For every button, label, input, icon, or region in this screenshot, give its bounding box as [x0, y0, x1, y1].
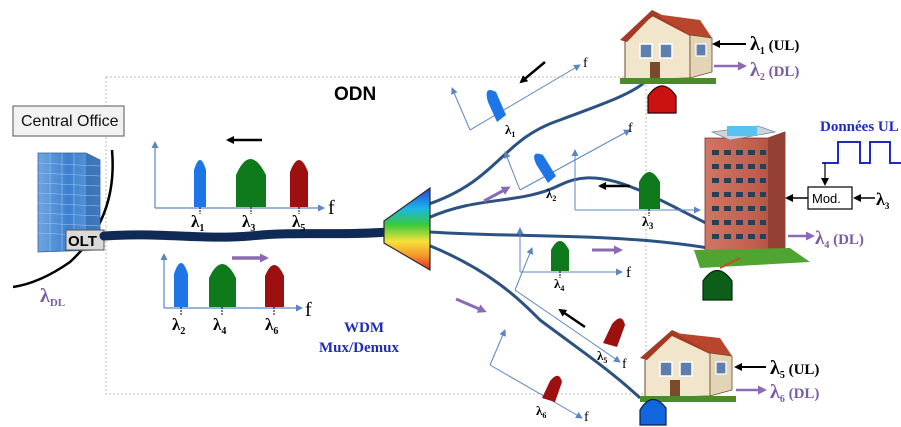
house-bottom-icon — [640, 330, 736, 402]
central-office-arc — [12, 149, 114, 289]
house-bottom-dl-label: λ6 (DL) — [770, 381, 819, 405]
branch4-peak — [551, 241, 569, 271]
house-top-ul-label: λ1 (UL) — [750, 33, 799, 57]
lambda3-input-label: λ3 — [876, 189, 890, 211]
spectrum-top-peak-1 — [194, 160, 206, 207]
branch6-axis-f: f — [584, 410, 589, 425]
onu-bottom-icon — [639, 398, 667, 426]
onu-middle-icon — [702, 269, 733, 301]
tower-windows — [712, 150, 766, 239]
olt-label: OLT — [68, 233, 97, 250]
branch2-down-arrow — [483, 186, 511, 203]
branch1-axis-f: f — [583, 56, 588, 71]
branch2-lambda: λ2 — [546, 186, 556, 203]
branch5-axis-f: f — [622, 357, 627, 372]
branch5-spectrum: f λ5 — [455, 247, 627, 372]
onu-top-icon — [647, 85, 677, 114]
branch2-spectrum: f λ2 — [483, 121, 633, 203]
office-building-icon — [37, 152, 101, 253]
branch6-spectrum: f λ6 — [489, 329, 589, 425]
donnees-ul-label: Données UL — [820, 119, 899, 135]
tower-lawn — [694, 248, 810, 268]
spectrum-top-peak-5 — [290, 160, 308, 207]
branch3-spectrum: f λ3 — [571, 149, 710, 231]
house-top-icon — [620, 10, 716, 84]
branch2-axis-f: f — [628, 121, 633, 136]
modulator-label: Mod. — [812, 191, 841, 206]
spectrum-top: f λ1 λ3 λ5 — [151, 136, 335, 234]
wdm-label-line2: Mux/Demux — [319, 340, 399, 356]
branch4-axis-f: f — [626, 265, 631, 281]
branch1-peak — [486, 89, 506, 122]
branch6-lambda: λ6 — [536, 403, 546, 420]
branch4-spectrum: f λ4 — [516, 227, 631, 293]
spectrum-bottom-label-2: λ2 — [172, 315, 185, 337]
odn-box — [105, 76, 647, 395]
branch6-peak — [542, 375, 562, 402]
branch2-peak — [534, 153, 556, 183]
spectrum-bottom-axis-f: f — [305, 299, 312, 321]
branch5-peak — [603, 318, 625, 347]
house-top-dl-label: λ2 (DL) — [750, 59, 799, 83]
odn-label: ODN — [334, 84, 376, 105]
spectrum-bottom-peak-2 — [174, 263, 188, 307]
feeder-fiber — [99, 227, 393, 242]
branch5-up-arrow — [558, 308, 586, 329]
spectrum-bottom-label-4: λ4 — [213, 315, 226, 337]
branch5-down-arrow — [455, 297, 487, 313]
tower-dl-label: λ4 (DL) — [815, 228, 864, 251]
spectrum-top-axis-f: f — [328, 197, 335, 219]
branch3-peak — [639, 172, 660, 209]
spectrum-bottom-label-6: λ6 — [265, 315, 278, 337]
apartment-tower-icon — [704, 125, 786, 259]
branch1-spectrum: f λ1 — [451, 56, 588, 139]
spectrum-bottom-peak-6 — [265, 265, 284, 307]
wdm-multiplexer — [383, 186, 431, 272]
spectrum-bottom-peak-4 — [209, 264, 236, 307]
house-bottom-ul-label: λ5 (UL) — [770, 357, 819, 381]
spectrum-top-peak-3 — [236, 159, 266, 207]
branch1-lambda: λ1 — [505, 122, 515, 139]
branch-fibers — [425, 80, 746, 400]
tower-onu-link — [719, 257, 741, 269]
central-office-label: Central Office — [21, 113, 119, 130]
branch5-lambda: λ5 — [597, 348, 607, 365]
lambda-dl-label: λDL — [40, 285, 65, 309]
central-office-label-box — [12, 105, 125, 137]
ul-data-signal — [822, 141, 901, 164]
branch4-lambda: λ4 — [554, 276, 564, 293]
spectrum-bottom: f λ2 λ4 λ6 — [160, 253, 312, 337]
spectrum-top-label-5: λ5 — [292, 212, 305, 234]
spectrum-top-label-3: λ3 — [242, 212, 255, 234]
spectrum-top-label-1: λ1 — [191, 212, 204, 234]
wdm-label-line1: WDM — [344, 320, 384, 336]
branch1-up-arrow — [519, 61, 546, 84]
branch3-lambda: λ3 — [642, 215, 654, 231]
